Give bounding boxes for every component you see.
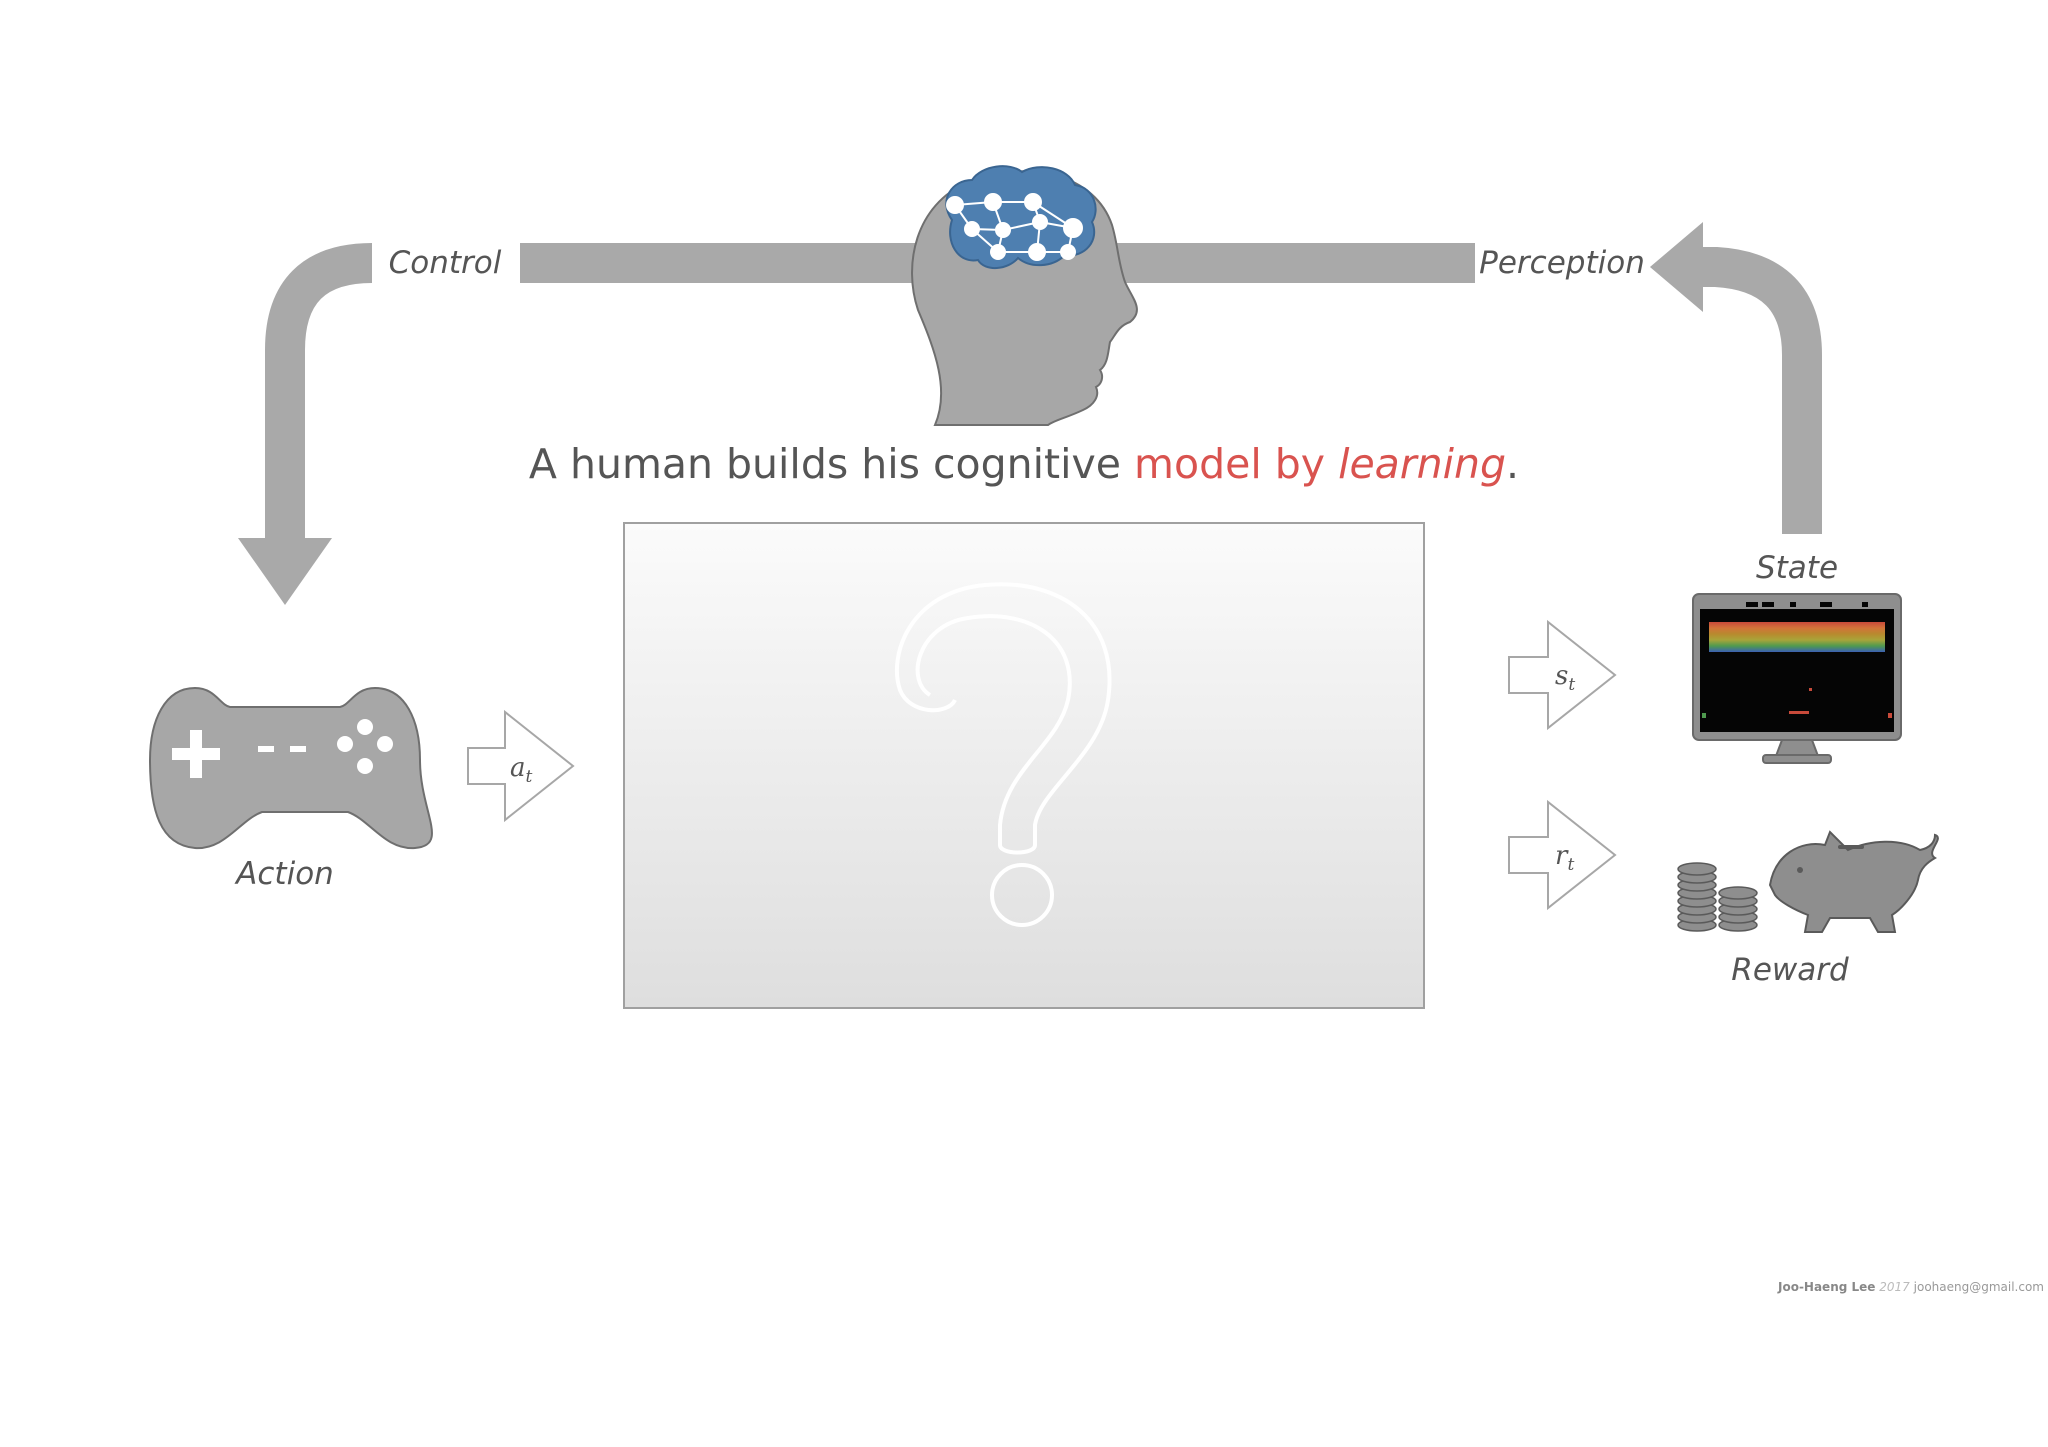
- state-subscript: t: [1568, 675, 1575, 695]
- unknown-model-box: [623, 522, 1425, 1009]
- svg-text:st: st: [1555, 661, 1575, 695]
- reward-arrow: rt: [1508, 799, 1617, 911]
- control-arrow: [238, 243, 373, 605]
- question-mark-icon: [894, 582, 1112, 855]
- action-label: Action: [236, 856, 334, 892]
- brain-icon: [945, 165, 1097, 269]
- caption-highlight: model by: [1134, 440, 1339, 488]
- caption-plain: A human builds his cognitive: [528, 440, 1135, 488]
- state-label: State: [1755, 550, 1839, 586]
- state-arrow: st: [1508, 619, 1617, 731]
- action-arrow: at: [467, 709, 575, 823]
- footer-author: Joo-Haeng Lee: [1777, 1280, 1876, 1294]
- footer-year: 2017: [1879, 1280, 1910, 1294]
- caption-highlight-italic: learning: [1338, 440, 1507, 488]
- state-symbol: s: [1555, 661, 1568, 691]
- reward-subscript: t: [1567, 855, 1574, 875]
- caption-period: .: [1506, 440, 1520, 488]
- action-subscript: t: [526, 767, 533, 787]
- action-symbol: a: [510, 753, 526, 783]
- reward-label: Reward: [1731, 952, 1849, 988]
- monitor-icon: [1692, 593, 1902, 764]
- gamepad-icon: [148, 686, 433, 850]
- coins-icon: [1677, 862, 1758, 932]
- caption: A human builds his cognitive model by le…: [529, 440, 1519, 488]
- breakout-bricks: [1709, 622, 1885, 652]
- footer-credit: Joo-Haeng Lee 2017 joohaeng@gmail.com: [1778, 1280, 2044, 1294]
- control-label: Control: [388, 245, 502, 281]
- perception-arrow: [1650, 222, 1822, 534]
- reward-symbol: r: [1555, 841, 1569, 871]
- perception-label: Perception: [1479, 245, 1645, 281]
- svg-text:rt: rt: [1555, 841, 1574, 875]
- piggy-bank-icon: [1768, 830, 1939, 933]
- svg-text:at: at: [510, 753, 533, 787]
- footer-email: joohaeng@gmail.com: [1913, 1280, 2044, 1294]
